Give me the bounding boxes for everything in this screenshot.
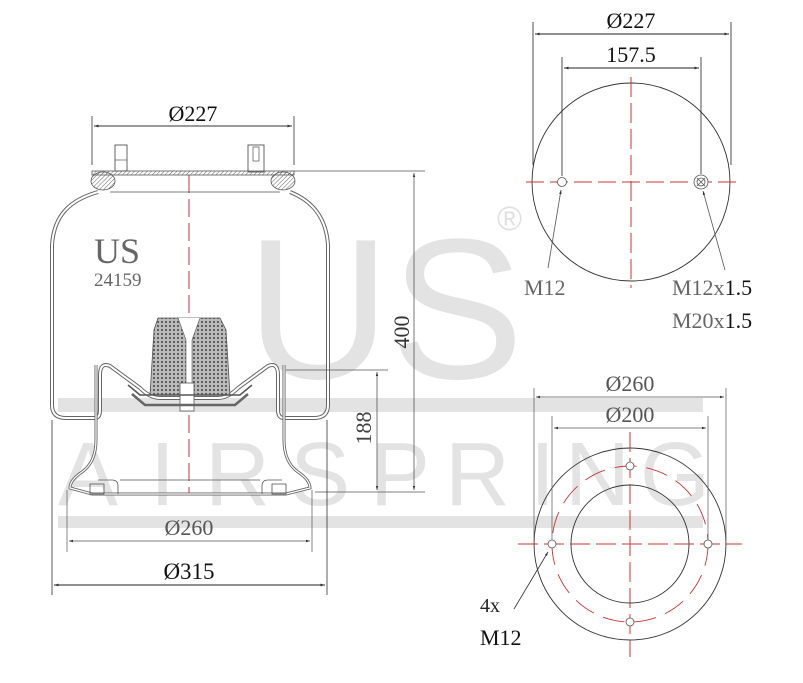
- model-brand: US: [94, 231, 140, 271]
- air-port-right: [693, 174, 709, 190]
- svg-text:Ø260: Ø260: [606, 371, 655, 396]
- bolt-hole-top: [625, 461, 635, 471]
- bottom-view: Ø260 Ø200 4x M12: [480, 371, 742, 657]
- callout-bolt-holes: 4x M12: [480, 551, 549, 650]
- top-view: Ø227 157.5 M12 M12x1.5 M20x1.5: [524, 8, 752, 333]
- watermark-letter: R: [445, 425, 510, 525]
- bump-stop-bolt: [179, 382, 195, 412]
- dim-piston-height: 188: [286, 369, 388, 490]
- svg-text:M12: M12: [524, 275, 566, 300]
- svg-text:M20x1.5: M20x1.5: [672, 308, 752, 333]
- watermark-letter: R: [205, 425, 270, 525]
- watermark-letter: A: [58, 425, 118, 525]
- dim-bolt-circle: Ø200: [551, 402, 709, 540]
- watermark-bar-top: [58, 398, 703, 412]
- callout-left-stud: M12: [524, 189, 566, 300]
- bead-right: [270, 171, 296, 191]
- svg-text:Ø227: Ø227: [169, 101, 218, 126]
- dim-height: 400: [294, 170, 425, 493]
- watermark-bar-bottom: [58, 516, 703, 528]
- dim-bolt-spacing: 157.5: [561, 42, 702, 176]
- svg-text:Ø200: Ø200: [606, 402, 655, 427]
- piston-stud-right: [271, 483, 287, 495]
- model-number: 24159: [94, 270, 142, 291]
- dim-bottom-outer-diameter: Ø260: [533, 371, 727, 540]
- top-stud-left: [114, 144, 128, 172]
- watermark-airspring: A I R S P R I N G: [58, 425, 710, 525]
- svg-text:Ø315: Ø315: [163, 559, 214, 584]
- watermark: US A I R S P R I N G ®: [58, 198, 710, 528]
- dim-max-diameter: Ø315: [51, 420, 328, 595]
- svg-text:400: 400: [389, 316, 414, 349]
- side-view: US 24159 Ø227 400 188 Ø260: [50, 101, 425, 595]
- callout-air-port: M12x1.5 M20x1.5: [672, 190, 752, 333]
- watermark-letter: G: [640, 425, 710, 525]
- svg-text:M12: M12: [480, 625, 522, 650]
- dim-top-diameter: Ø227: [91, 101, 295, 165]
- bolt-hole-left: [547, 539, 557, 549]
- svg-text:4x: 4x: [480, 595, 500, 617]
- registered-mark: ®: [497, 200, 522, 238]
- bead-left: [90, 171, 116, 191]
- watermark-brand: US: [246, 198, 524, 421]
- stud-hole-left: [557, 177, 567, 187]
- bolt-hole-bottom: [625, 617, 635, 627]
- svg-text:Ø227: Ø227: [607, 8, 656, 33]
- svg-text:M12x1.5: M12x1.5: [672, 275, 752, 300]
- watermark-letter: N: [565, 425, 630, 525]
- svg-text:188: 188: [351, 412, 376, 445]
- top-plate: [91, 170, 295, 176]
- dim-base-diameter: Ø260: [66, 490, 313, 552]
- watermark-letter: S: [290, 425, 350, 525]
- bolt-hole-right: [703, 539, 713, 549]
- watermark-letter: P: [370, 425, 430, 525]
- svg-text:157.5: 157.5: [606, 42, 656, 67]
- dim-top-view-diameter: Ø227: [532, 8, 732, 165]
- svg-text:Ø260: Ø260: [165, 515, 214, 540]
- watermark-letter: I: [150, 425, 175, 525]
- piston-stud-left: [89, 483, 105, 495]
- top-port-right: [247, 144, 265, 173]
